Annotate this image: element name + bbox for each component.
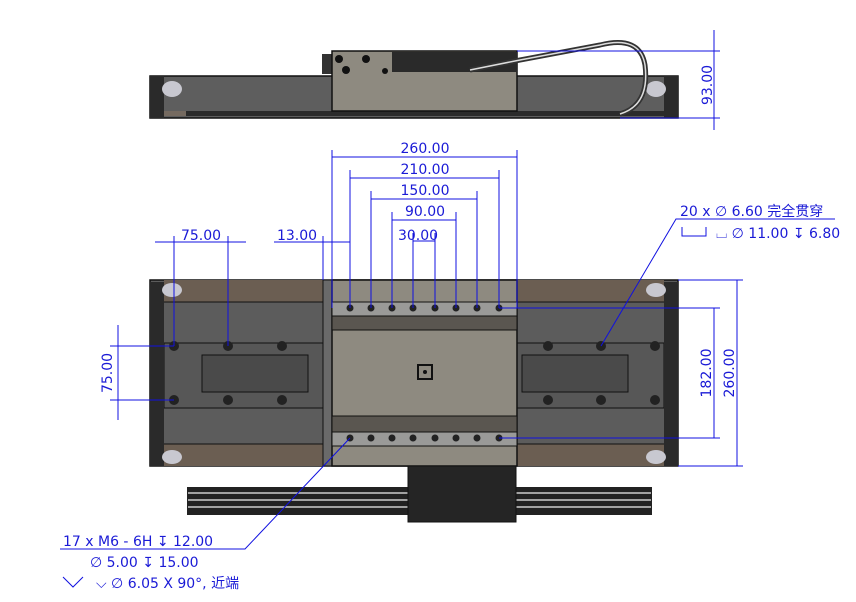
dim-260-height: 260.00 — [722, 349, 738, 398]
dimension-lines — [60, 30, 835, 588]
dim-top-height: 93.00 — [700, 65, 716, 105]
dim-30-width: 30.00 — [398, 228, 438, 244]
dim-75-vertical: 75.00 — [100, 353, 116, 393]
callout-through-holes-line2: ⌴ ∅ 11.00 ↧ 6.80 — [716, 226, 840, 242]
callout-tapped-holes-line2: ∅ 5.00 ↧ 15.00 — [90, 555, 199, 571]
dim-13-offset: 13.00 — [277, 228, 317, 244]
dim-182-height: 182.00 — [699, 349, 715, 398]
top-view — [149, 40, 679, 119]
callout-tapped-holes-line1: 17 x M6 - 6H ↧ 12.00 — [63, 534, 213, 550]
dim-90-width: 90.00 — [405, 204, 445, 220]
dim-150-width: 150.00 — [401, 183, 450, 199]
callout-through-holes-line1: 20 x ∅ 6.60 完全贯穿 — [680, 203, 823, 220]
callout-tapped-holes-line3: ⌵ ∅ 6.05 X 90°, 近端 — [96, 576, 239, 592]
dim-260-width: 260.00 — [401, 141, 450, 157]
dim-75-horizontal: 75.00 — [181, 228, 221, 244]
front-view — [149, 279, 679, 523]
dim-210-width: 210.00 — [401, 162, 450, 178]
